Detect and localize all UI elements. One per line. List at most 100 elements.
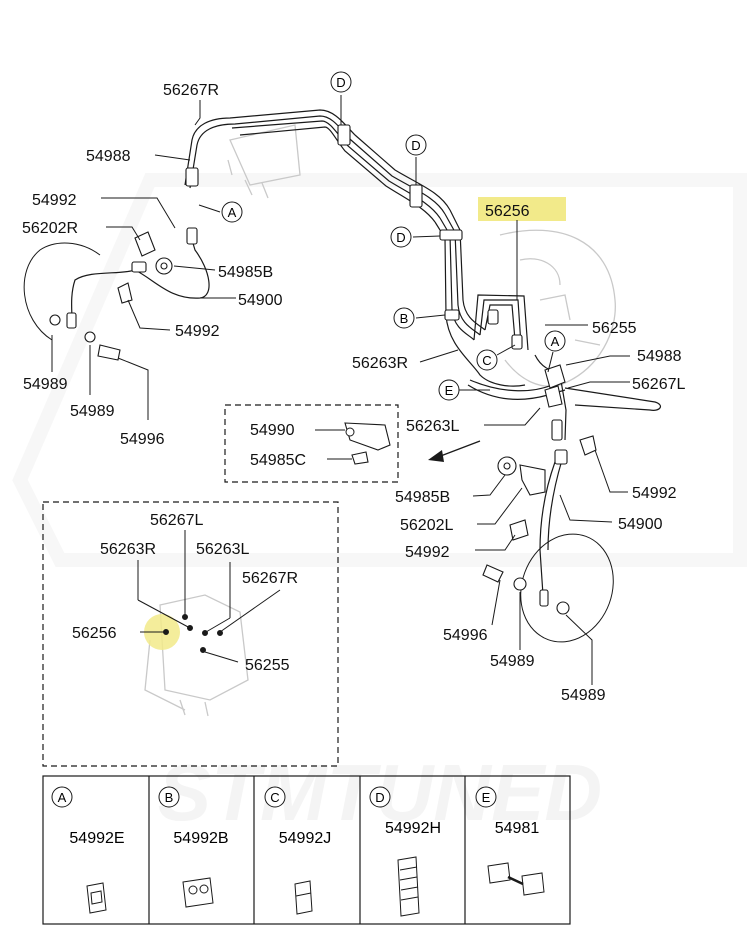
leader-lines <box>51 100 630 685</box>
washer-54989-r1 <box>513 577 527 591</box>
label-54992-r2: 54992 <box>405 544 450 561</box>
label-56256: 56256 <box>485 203 530 220</box>
label-56267R-top: 56267R <box>163 82 219 99</box>
svg-text:D: D <box>411 138 420 153</box>
svg-text:C: C <box>270 790 279 805</box>
svg-text:A: A <box>551 334 560 349</box>
svg-text:D: D <box>375 790 384 805</box>
bracket-56202L <box>519 464 546 496</box>
legend-cell-E: E 54981 <box>475 786 545 896</box>
callout-B1 <box>393 307 415 329</box>
callout-C1 <box>476 349 498 371</box>
highlight-56256 <box>478 197 566 221</box>
label-54989-l1: 54989 <box>23 376 68 393</box>
left-disc-outline <box>23 242 101 341</box>
bracket-56202R <box>134 231 156 257</box>
inset-pointer-arrow <box>437 440 481 458</box>
label-56267L-r: 56267L <box>632 376 685 393</box>
label-54989-r2: 54989 <box>561 687 606 704</box>
label-54988-r: 54988 <box>637 348 682 365</box>
watermark: STMTUNED <box>12 173 747 837</box>
legend-table: A 54992E B 54992B C 54992J D 54992H <box>42 775 571 925</box>
svg-text:A: A <box>58 790 67 805</box>
bracket-54988-top <box>185 167 199 187</box>
callout-D1 <box>330 71 352 93</box>
label-54985B-r: 54985B <box>395 489 450 506</box>
clip-D3 <box>439 229 463 241</box>
svg-text:54992B: 54992B <box>173 830 228 847</box>
svg-text:54992E: 54992E <box>69 830 124 847</box>
label-54985B-top: 54985B <box>218 264 273 281</box>
label-54900-r: 54900 <box>618 516 663 533</box>
clip-54992-r2 <box>509 519 529 541</box>
label-56255-r: 56255 <box>592 320 637 337</box>
detail-label-56267R: 56267R <box>242 570 298 587</box>
callout-D2 <box>405 134 427 156</box>
union-54985C <box>351 451 369 465</box>
detail-box <box>42 501 339 767</box>
washer-54989-l1 <box>49 314 61 326</box>
svg-text:B: B <box>400 311 409 326</box>
legend-cell-B: B 54992B <box>158 786 229 908</box>
svg-text:D: D <box>396 230 405 245</box>
callout-E1 <box>438 379 460 401</box>
bracket-54990 <box>344 422 391 451</box>
callout-A1 <box>221 201 243 223</box>
detail-label-56267L: 56267L <box>150 512 203 529</box>
svg-text:C: C <box>482 353 491 368</box>
svg-text:E: E <box>445 383 454 398</box>
detail-label-56263R: 56263R <box>100 541 156 558</box>
label-54992-b: 54992 <box>175 323 220 340</box>
detail-label-56255: 56255 <box>245 657 290 674</box>
inset-bracket <box>224 404 481 483</box>
label-54985C: 54985C <box>250 452 306 469</box>
ghost-detail-unit <box>144 594 249 717</box>
fittings <box>49 124 597 615</box>
svg-text:D: D <box>336 75 345 90</box>
clip-54992-left <box>117 282 133 304</box>
fitting-top-left <box>186 227 198 245</box>
clip-54992-r1 <box>579 435 597 456</box>
bolt-54996-left <box>97 344 121 361</box>
label-54900-top: 54900 <box>238 292 283 309</box>
svg-text:54992H: 54992H <box>385 820 441 837</box>
washer-54989-r2 <box>556 601 570 615</box>
detail-label-56263L: 56263L <box>196 541 249 558</box>
svg-text:B: B <box>165 790 174 805</box>
label-56202L: 56202L <box>400 517 453 534</box>
detail-labels: 56267L 56263R 56263L 56267R 56256 56255 <box>72 512 298 674</box>
ghost-master-cylinder <box>227 124 301 199</box>
bolt-54996-right <box>482 564 504 583</box>
right-disc-outline <box>520 533 614 643</box>
callouts: D D D A B C A E <box>198 71 566 401</box>
label-54992-a: 54992 <box>32 192 77 209</box>
label-54989-r1: 54989 <box>490 653 535 670</box>
callout-D3 <box>390 226 412 248</box>
legend-cell-A: A 54992E <box>51 786 125 914</box>
bracket-54988-right <box>544 364 566 389</box>
label-56202R: 56202R <box>22 220 78 237</box>
callout-A2 <box>544 330 566 352</box>
svg-text:E: E <box>482 790 491 805</box>
washer-54989-l2 <box>84 331 96 343</box>
clip-B <box>444 309 460 321</box>
legend-cell-C: C 54992J <box>264 786 332 915</box>
label-56263R-mid: 56263R <box>352 355 408 372</box>
legend-cell-D: D 54992H <box>369 786 441 917</box>
clip-E <box>544 385 563 408</box>
part-labels: 56267R 54988 54992 56202R 54985B 54900 5… <box>22 82 685 704</box>
svg-text:54981: 54981 <box>495 820 540 837</box>
label-54988-top: 54988 <box>86 148 131 165</box>
clip-D2 <box>409 184 423 208</box>
label-54996-l: 54996 <box>120 431 165 448</box>
ghost-hydraulic-unit <box>499 229 616 387</box>
label-54992-r1: 54992 <box>632 485 677 502</box>
detail-label-56256: 56256 <box>72 625 117 642</box>
label-54990: 54990 <box>250 422 295 439</box>
brake-lines <box>71 109 662 596</box>
svg-text:54992J: 54992J <box>279 830 332 847</box>
clip-D1 <box>337 124 351 146</box>
label-54996-r: 54996 <box>443 627 488 644</box>
svg-text:A: A <box>228 205 237 220</box>
